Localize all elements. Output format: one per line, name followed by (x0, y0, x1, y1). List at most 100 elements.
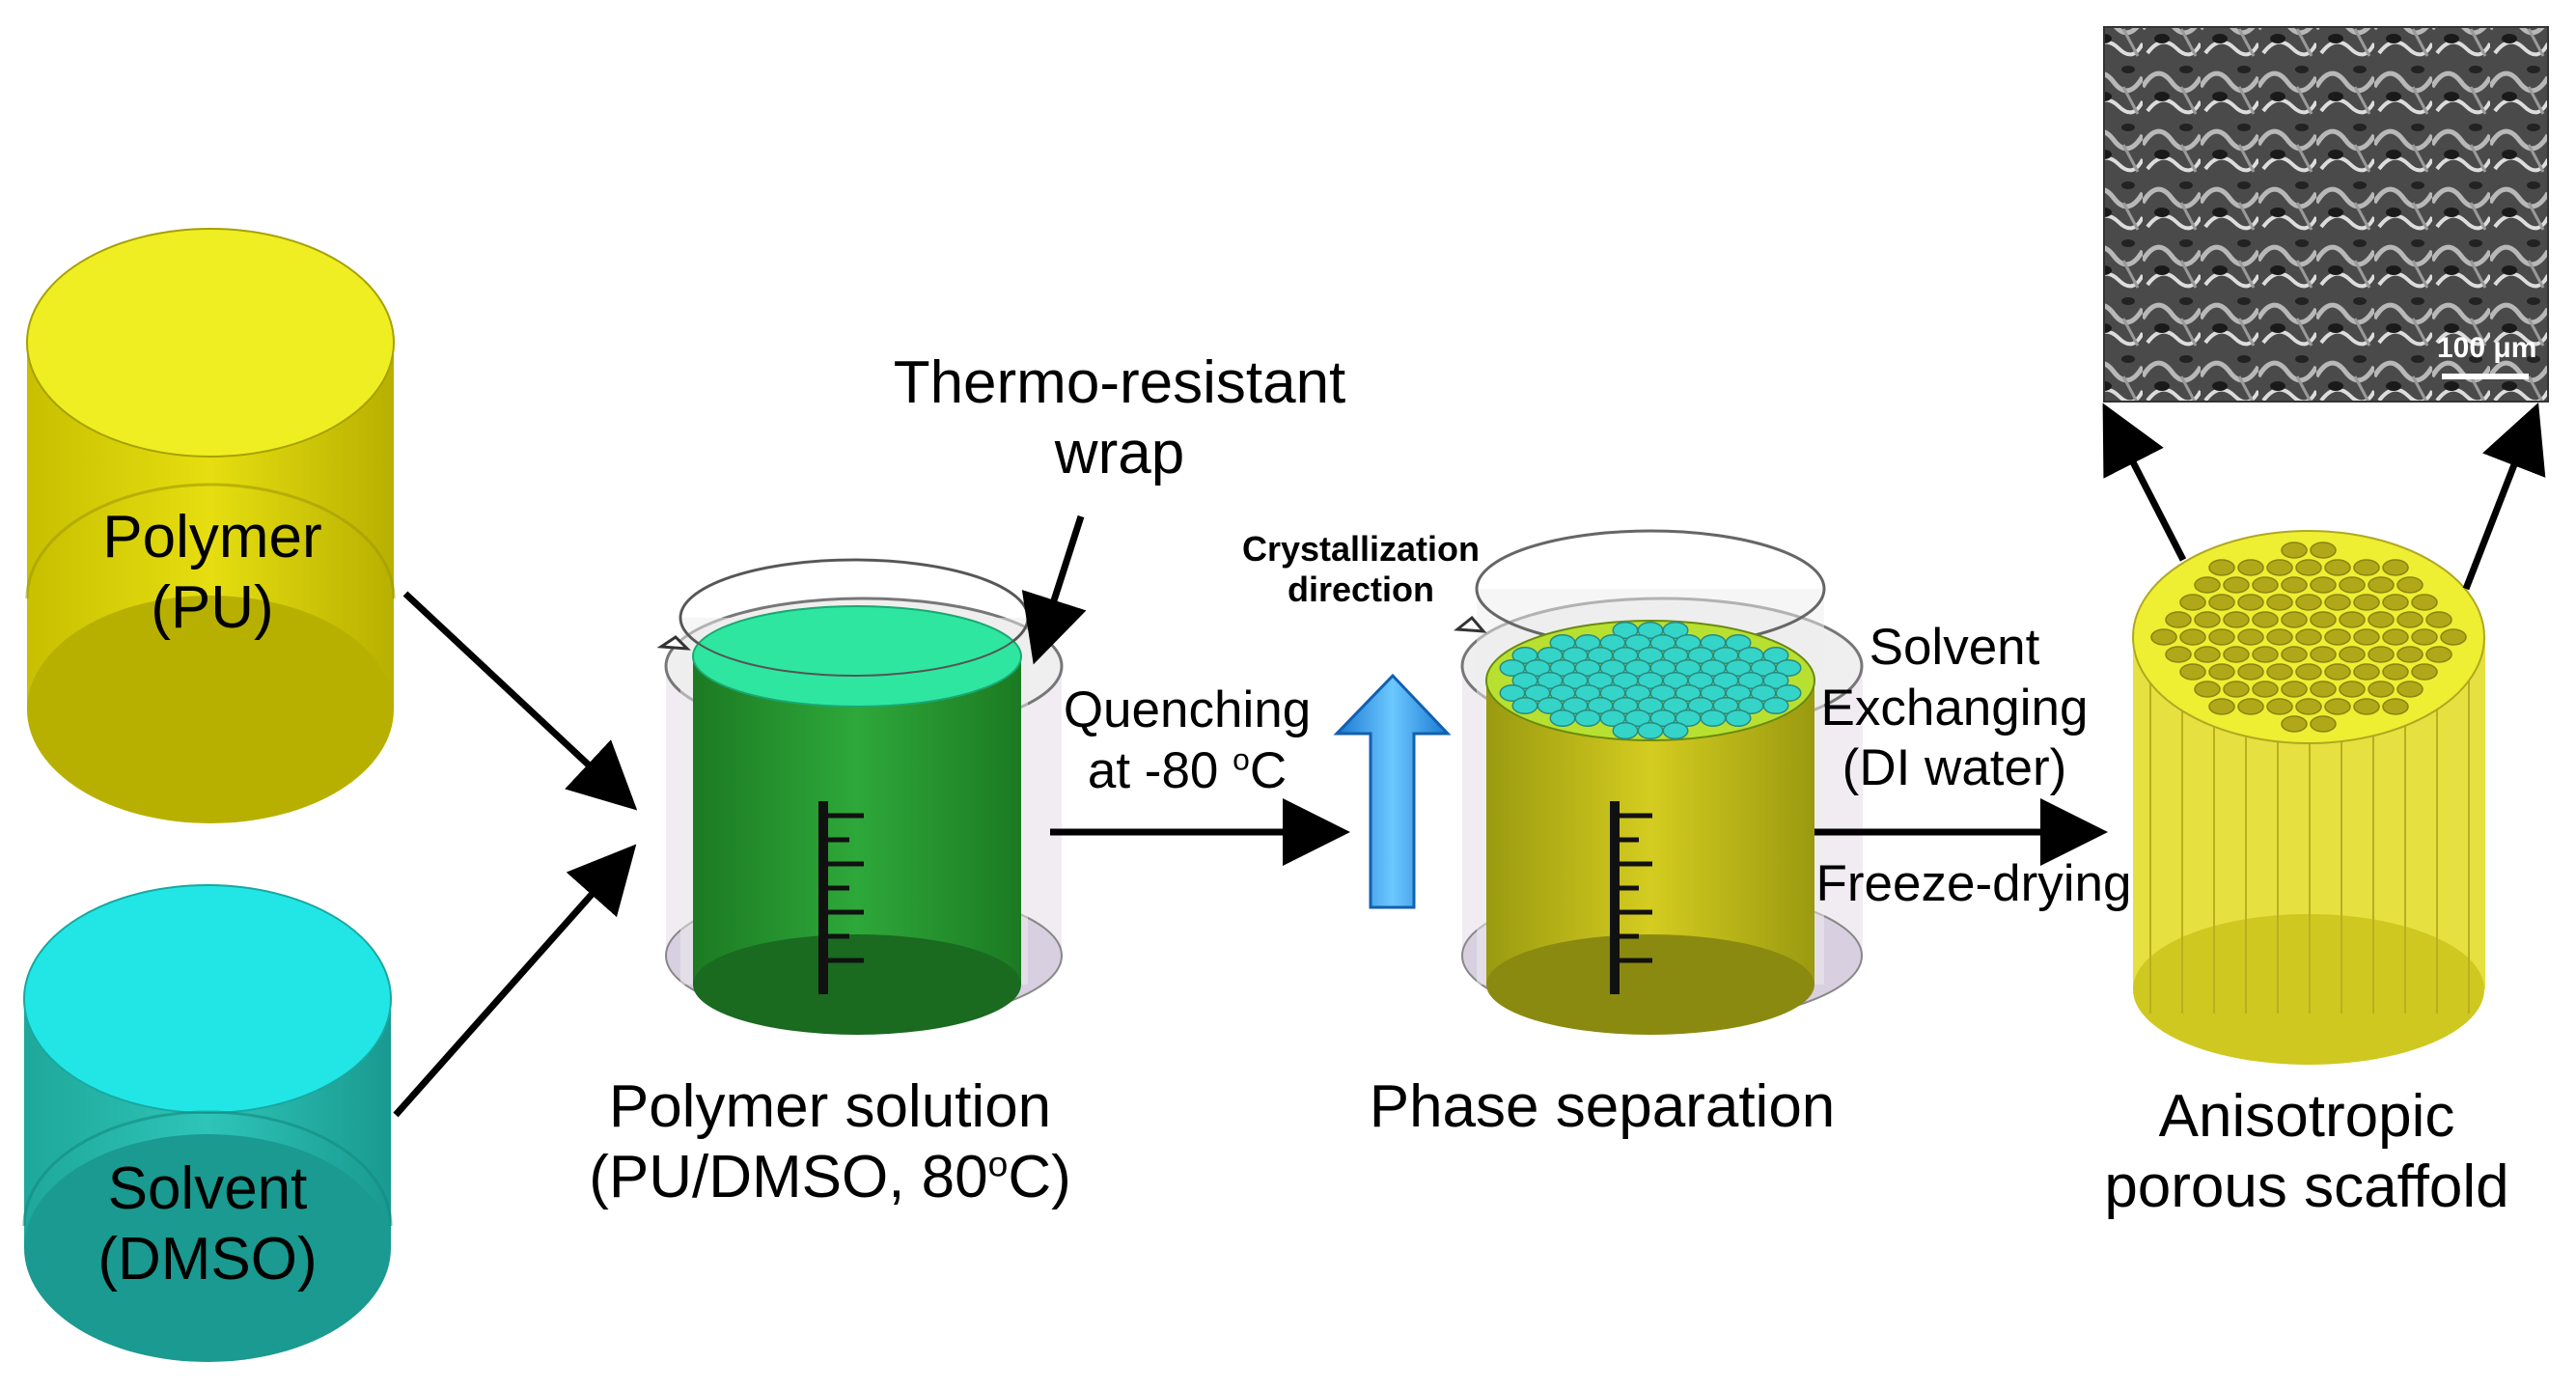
scaffold-caption-line1: Anisotropic (2158, 1083, 2455, 1150)
quench-label-line2: at -80 oC (1087, 740, 1288, 799)
pore (2266, 594, 2293, 611)
sem-arrow-right (2462, 402, 2546, 591)
pore (2223, 681, 2250, 698)
wrap-label: Thermo-resistant wrap (849, 348, 1390, 488)
crystal-dot (1662, 722, 1689, 739)
scaffold-caption: Anisotropic porous scaffold (2046, 1081, 2567, 1222)
pore (2266, 559, 2293, 576)
pore (2237, 628, 2264, 646)
pore (2194, 681, 2221, 698)
pore (2310, 611, 2337, 628)
pore (2368, 611, 2395, 628)
pore (2310, 646, 2337, 663)
pore (2150, 628, 2177, 646)
pore (2179, 628, 2206, 646)
pore (2382, 698, 2409, 715)
crystal-dot (1762, 697, 1789, 714)
pore (2353, 698, 2380, 715)
crystal-dot (1574, 709, 1601, 727)
pore (2237, 663, 2264, 681)
crystal-dot (1662, 622, 1689, 639)
pore (2396, 576, 2424, 594)
pore (2411, 594, 2438, 611)
sem-arrow-left (2102, 403, 2187, 562)
pore (2252, 681, 2279, 698)
freeze-drying-label: Freeze-drying (1815, 855, 2132, 912)
crystal-dot (1762, 672, 1789, 689)
crystallization-label: Crystallization direction (1216, 529, 1506, 611)
beaker-phase-separation (1454, 529, 1864, 1035)
pore (2411, 628, 2438, 646)
pore (2208, 594, 2235, 611)
pore (2425, 646, 2452, 663)
crystal-dot (1775, 684, 1802, 702)
solvent-exchange-line2: Exchanging (1820, 679, 2089, 737)
pore (2266, 663, 2293, 681)
pore (2252, 576, 2279, 594)
pore (2353, 628, 2380, 646)
pore (2353, 559, 2380, 576)
pore (2382, 559, 2409, 576)
pore (2223, 646, 2250, 663)
polymer-arrow (402, 591, 638, 811)
solvent-exchange-line3: (DI water) (1842, 739, 2067, 797)
crystal-dot (1725, 634, 1752, 652)
porous-scaffold (2132, 530, 2485, 1065)
pore (2281, 646, 2308, 663)
pore (2368, 681, 2395, 698)
crystallization-label-line1: Crystallization (1241, 529, 1481, 569)
pore (2252, 646, 2279, 663)
pore (2266, 628, 2293, 646)
solvent-exchange-label: Solvent Exchanging (DI water) (1790, 618, 2119, 799)
pore (2237, 559, 2264, 576)
pore (2396, 611, 2424, 628)
pore (2425, 611, 2452, 628)
polymer-label: Polymer (PU) (58, 502, 367, 643)
crystal-dots (1499, 622, 1802, 739)
pore (2237, 594, 2264, 611)
pore (2165, 611, 2192, 628)
scale-bar-label: 100 μm (2437, 332, 2537, 364)
pore (2194, 646, 2221, 663)
polymer-solution-caption: Polymer solution (PU/DMSO, 80oC) (531, 1071, 1129, 1212)
polymer-label-line2: (PU) (151, 574, 274, 642)
pore (2194, 611, 2221, 628)
pore (2339, 611, 2366, 628)
crystallization-label-line2: direction (1287, 570, 1434, 610)
crystal-dot (1775, 659, 1802, 677)
solvent-label-line2: (DMSO) (97, 1226, 318, 1293)
pore (2295, 559, 2322, 576)
quench-label: Quenching at -80 oC (1042, 681, 1332, 801)
crystal-dot (1637, 722, 1664, 739)
pore (2281, 576, 2308, 594)
pore (2353, 663, 2380, 681)
pore (2310, 715, 2337, 733)
pore (2208, 559, 2235, 576)
pore (2324, 628, 2351, 646)
polymer-label-line1: Polymer (102, 504, 322, 570)
phase-separation-caption: Phase separation (1369, 1073, 1836, 1140)
crystal-dot (1700, 709, 1727, 727)
crystal-dot (1549, 709, 1576, 727)
pore (2165, 646, 2192, 663)
solvent-exchange-line1: Solvent (1869, 619, 2040, 676)
pore (2179, 663, 2206, 681)
pore (2382, 628, 2409, 646)
solvent-label-line1: Solvent (107, 1155, 308, 1222)
pore (2396, 646, 2424, 663)
pore (2179, 594, 2206, 611)
pore (2324, 698, 2351, 715)
pore (2310, 576, 2337, 594)
pore (2281, 611, 2308, 628)
crystallization-arrow (1333, 673, 1452, 909)
sem-micrograph (2103, 26, 2549, 403)
pore (2324, 559, 2351, 576)
solvent-arrow (393, 844, 637, 1118)
pore (2368, 576, 2395, 594)
polymer-solution-caption-line2: (PU/DMSO, 80oC) (589, 1143, 1071, 1211)
pore (2266, 698, 2293, 715)
polymer-solution-caption-line1: Polymer solution (608, 1073, 1052, 1140)
pore (2396, 681, 2424, 698)
pore (2252, 611, 2279, 628)
